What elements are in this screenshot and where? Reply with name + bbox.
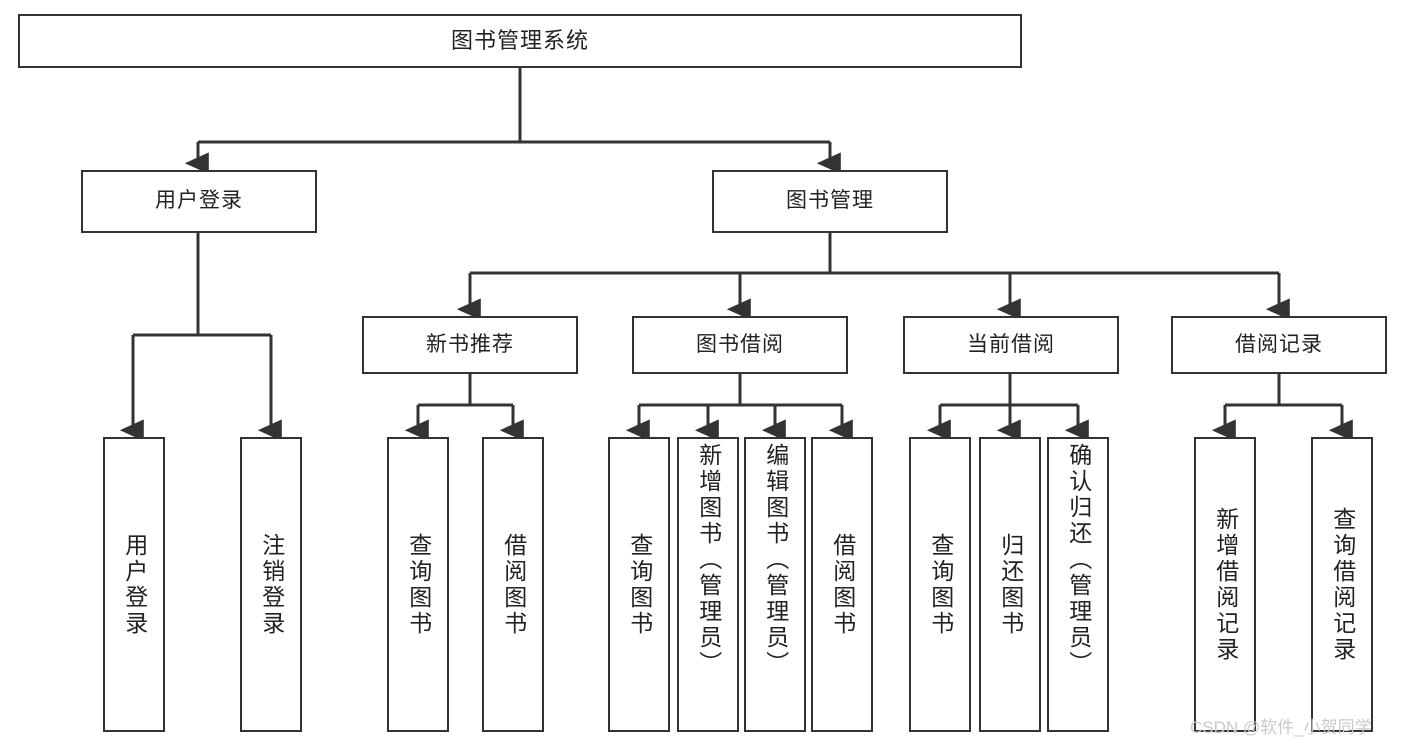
watermark: CSDN @软件_小贺同学 bbox=[1190, 718, 1372, 737]
node-leaf-confirm-return-label: 确认归还（管理员） bbox=[1065, 443, 1092, 677]
node-leaf-query-book-borrow[interactable]: 查询图书 bbox=[608, 437, 670, 732]
node-leaf-logout-label: 注销登录 bbox=[258, 532, 285, 637]
node-leaf-borrow-book-rec[interactable]: 借阅图书 bbox=[482, 437, 544, 732]
node-leaf-query-book-rec[interactable]: 查询图书 bbox=[387, 437, 449, 732]
node-leaf-edit-book-label: 编辑图书（管理员） bbox=[762, 443, 789, 677]
node-leaf-add-record-label: 新增借阅记录 bbox=[1212, 506, 1239, 663]
node-leaf-user-login[interactable]: 用户登录 bbox=[103, 437, 165, 732]
node-borrow-record[interactable]: 借阅记录 bbox=[1171, 316, 1387, 374]
node-current-borrow-label: 当前借阅 bbox=[967, 332, 1055, 356]
node-leaf-edit-book[interactable]: 编辑图书（管理员） bbox=[744, 437, 806, 732]
node-leaf-return-book-label: 归还图书 bbox=[997, 532, 1024, 637]
node-leaf-query-book-current[interactable]: 查询图书 bbox=[909, 437, 971, 732]
node-leaf-return-book[interactable]: 归还图书 bbox=[979, 437, 1041, 732]
node-book-borrow-label: 图书借阅 bbox=[696, 332, 784, 356]
node-borrow-record-label: 借阅记录 bbox=[1235, 332, 1323, 356]
node-leaf-query-record[interactable]: 查询借阅记录 bbox=[1311, 437, 1373, 732]
node-leaf-query-book-rec-label: 查询图书 bbox=[405, 532, 432, 637]
node-leaf-borrow-book[interactable]: 借阅图书 bbox=[811, 437, 873, 732]
node-book-manage[interactable]: 图书管理 bbox=[712, 170, 948, 233]
node-user-login[interactable]: 用户登录 bbox=[81, 170, 317, 233]
node-root-label: 图书管理系统 bbox=[450, 28, 589, 54]
node-leaf-query-book-borrow-label: 查询图书 bbox=[626, 532, 653, 637]
node-leaf-confirm-return[interactable]: 确认归还（管理员） bbox=[1047, 437, 1109, 732]
node-leaf-add-record[interactable]: 新增借阅记录 bbox=[1194, 437, 1256, 732]
node-leaf-add-book-label: 新增图书（管理员） bbox=[695, 443, 722, 677]
node-user-login-label: 用户登录 bbox=[155, 189, 243, 213]
node-book-manage-label: 图书管理 bbox=[786, 189, 874, 213]
node-root[interactable]: 图书管理系统 bbox=[18, 14, 1022, 68]
node-current-borrow[interactable]: 当前借阅 bbox=[903, 316, 1119, 374]
node-leaf-logout[interactable]: 注销登录 bbox=[240, 437, 302, 732]
node-new-book-recommend-label: 新书推荐 bbox=[426, 332, 514, 356]
node-leaf-query-book-current-label: 查询图书 bbox=[927, 532, 954, 637]
node-leaf-query-record-label: 查询借阅记录 bbox=[1329, 506, 1356, 663]
node-leaf-add-book[interactable]: 新增图书（管理员） bbox=[677, 437, 739, 732]
node-leaf-borrow-book-label: 借阅图书 bbox=[829, 532, 856, 637]
node-leaf-user-login-label: 用户登录 bbox=[121, 532, 148, 637]
node-book-borrow[interactable]: 图书借阅 bbox=[632, 316, 848, 374]
node-new-book-recommend[interactable]: 新书推荐 bbox=[362, 316, 578, 374]
node-leaf-borrow-book-rec-label: 借阅图书 bbox=[500, 532, 527, 637]
